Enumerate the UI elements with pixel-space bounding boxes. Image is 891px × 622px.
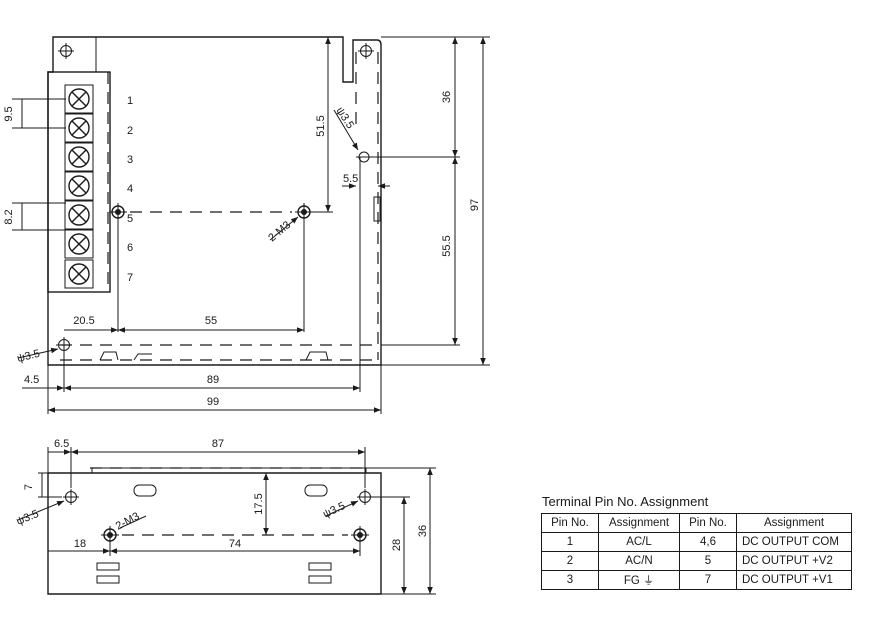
dim-pin-pitch: 9.5	[3, 106, 15, 121]
dim-side-width-87: 87	[212, 438, 224, 450]
pin-label-5: 5	[127, 213, 133, 225]
mounting-hole-top-left	[57, 42, 75, 60]
terminal-assignment: Terminal Pin No. Assignment Pin No. Assi…	[541, 494, 861, 590]
cell-pin: 3	[541, 570, 599, 590]
screw-hole-left	[108, 202, 128, 222]
table-row: 1 AC/L 4,6 DC OUTPUT COM	[541, 532, 852, 552]
header-assignment-2: Assignment	[736, 513, 852, 533]
pin-assignment-table: Pin No. Assignment Pin No. Assignment 1 …	[541, 513, 852, 590]
pin-labels: 1 2 3 4 5 6 7	[127, 95, 133, 284]
pin-label-4: 4	[127, 183, 133, 195]
dim-left-4-5: 4.5	[24, 374, 39, 386]
dim-side-hole-dia-left: ψ3.5	[15, 508, 41, 528]
dim-mount-pitch: 8.2	[3, 209, 15, 224]
table-header-row: Pin No. Assignment Pin No. Assignment	[541, 513, 852, 533]
cell-assignment: DC OUTPUT +V1	[736, 570, 852, 590]
dim-side-height-36: 36	[417, 525, 429, 537]
dim-top-36: 36	[441, 91, 453, 103]
header-pin-no: Pin No.	[541, 513, 599, 533]
dim-width-89: 89	[207, 374, 219, 386]
dim-offset-5-5: 5.5	[343, 173, 358, 185]
dim-side-screw-label: 2-M3	[114, 510, 142, 532]
dim-side-left-18: 18	[74, 538, 86, 550]
dim-side-hole-dia-right: ψ3.5	[321, 500, 347, 521]
cell-assignment: DC OUTPUT COM	[736, 532, 852, 552]
side-hole-right	[356, 488, 374, 506]
cell-assignment: DC OUTPUT +V2	[736, 551, 852, 571]
side-view: 6.5 87 7 17.5 ψ3.5 ψ3.5 2-M3 18 74 28 36	[15, 438, 436, 595]
header-pin-no-2: Pin No.	[679, 513, 737, 533]
pin-label-1: 1	[127, 95, 133, 107]
cell-pin: 1	[541, 532, 599, 552]
pin-label-3: 3	[127, 154, 133, 166]
dim-height-97: 97	[469, 199, 481, 211]
top-view: 1 2 3 4 5 6 7 9.5 8.2	[3, 36, 490, 414]
dim-hole-spacing: 55	[205, 315, 217, 327]
dim-side-left-6-5: 6.5	[54, 438, 69, 450]
dim-side-height-28: 28	[391, 539, 403, 551]
pin-label-2: 2	[127, 125, 133, 137]
pin-label-6: 6	[127, 242, 133, 254]
dim-bottom-55-5: 55.5	[441, 235, 453, 256]
dim-vertical-51-5: 51.5	[315, 115, 327, 136]
cell-pin: 2	[541, 551, 599, 571]
dim-hole-dia-left: ψ3.5	[16, 348, 41, 365]
cell-pin: 5	[679, 551, 737, 571]
pin-label-7: 7	[127, 272, 133, 284]
table-row: 2 AC/N 5 DC OUTPUT +V2	[541, 551, 852, 571]
ground-icon: ⏚	[643, 574, 655, 587]
terminal-block	[64, 84, 94, 289]
dim-width-99: 99	[207, 396, 219, 408]
side-hole-left	[62, 488, 80, 506]
dim-side-vert-7: 7	[23, 484, 35, 490]
dim-side-vert-17-5: 17.5	[253, 493, 265, 514]
dim-side-span-74: 74	[229, 538, 241, 550]
mounting-hole-bottom-left	[55, 336, 73, 354]
screw-label: 2-M3	[266, 219, 293, 244]
cell-assignment: AC/N	[598, 551, 680, 571]
header-assignment: Assignment	[598, 513, 680, 533]
table-title: Terminal Pin No. Assignment	[542, 494, 709, 509]
cell-assignment: AC/L	[598, 532, 680, 552]
dim-left-offset: 20.5	[73, 315, 94, 327]
cell-pin: 7	[679, 570, 737, 590]
dim-hole-dia-right: ψ3.5	[333, 105, 356, 131]
fg-label: FG	[623, 575, 640, 587]
table-row: 3 FG ⏚ 7 DC OUTPUT +V1	[541, 570, 852, 590]
cell-pin: 4,6	[679, 532, 737, 552]
cell-assignment-fg: FG ⏚	[598, 570, 680, 590]
mounting-hole-top-right	[357, 42, 375, 60]
